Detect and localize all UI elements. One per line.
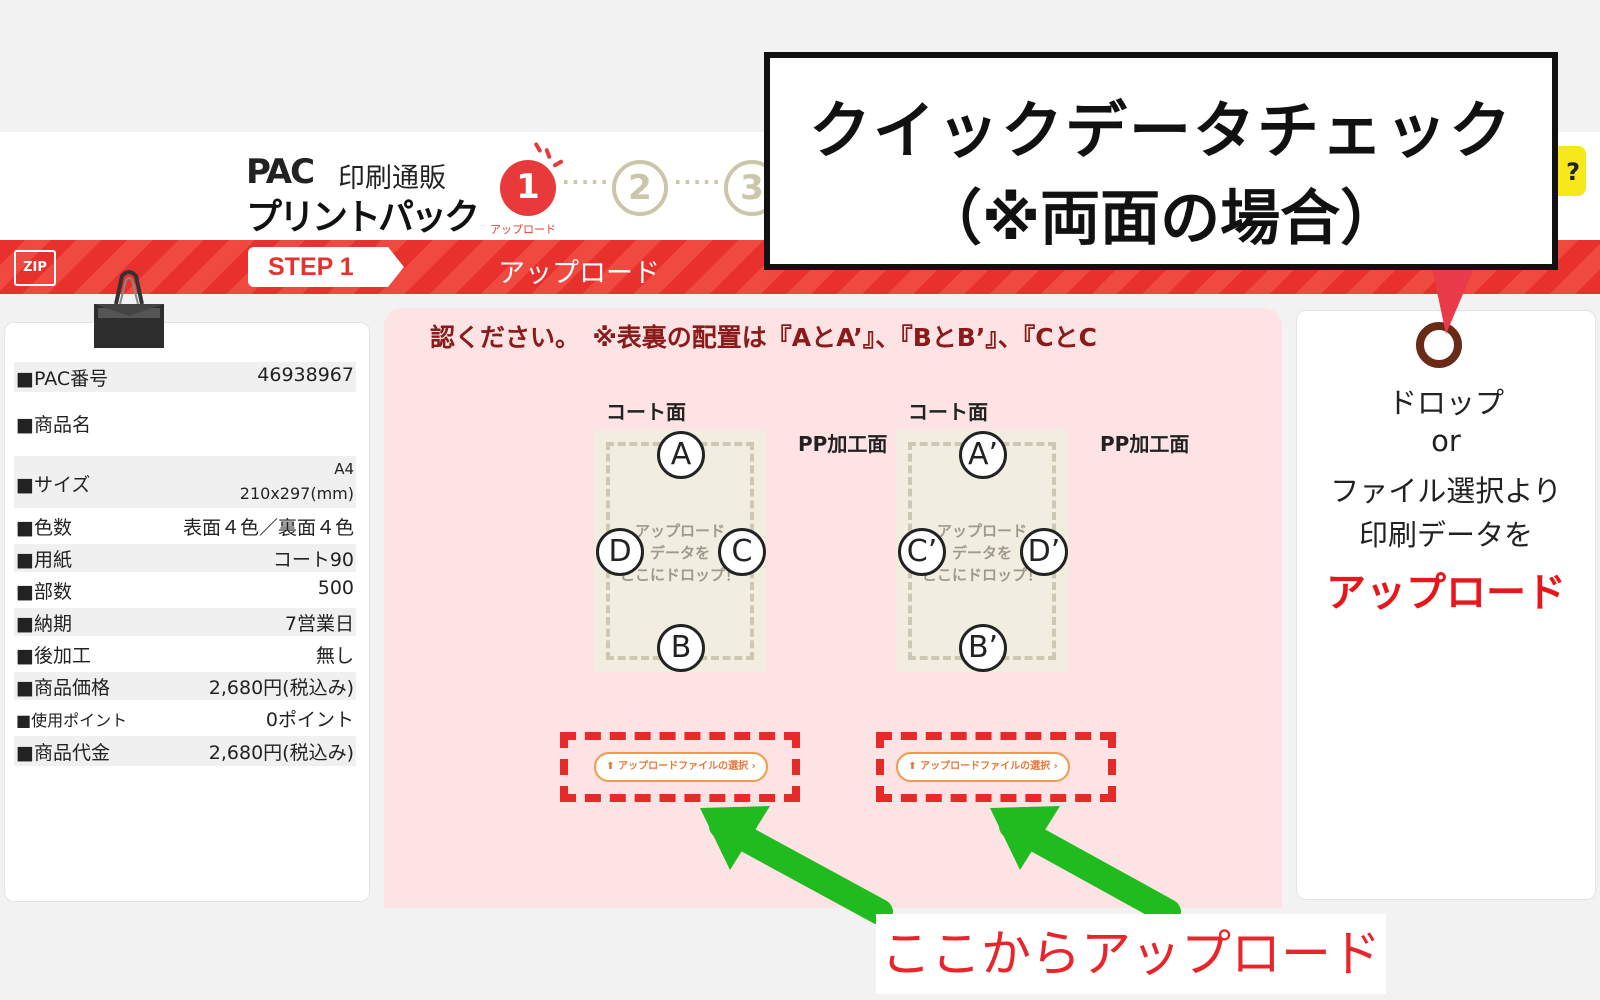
binder-clip-icon xyxy=(94,270,164,348)
info-value: 2,680円(税込み) xyxy=(208,677,354,699)
instruction-accent: アップロード xyxy=(1326,570,1566,616)
back-upload-highlight xyxy=(876,732,1116,802)
instruction-line-1: ドロップ xyxy=(1387,386,1504,420)
instruction-line-4: 印刷データを xyxy=(1358,518,1533,552)
info-value: 46938967 xyxy=(257,364,354,386)
back-position-right: D’ xyxy=(1020,528,1068,576)
upload-notice: 認ください。 ※表裏の配置は『AとA’』、『BとB’』、『CとC xyxy=(430,323,1098,352)
drop-hint-line: アップロード xyxy=(634,522,725,540)
info-row-pac-number: ■PAC番号 46938967 xyxy=(14,362,356,392)
instruction-line-3: ファイル選択より xyxy=(1330,474,1562,508)
info-row-price: ■商品価格 2,680円(税込み) xyxy=(14,672,356,700)
logo-brand: プリントパック xyxy=(246,197,480,238)
info-row-copies: ■部数 500 xyxy=(14,576,356,604)
callout-subtitle: （※両面の場合） xyxy=(921,184,1401,254)
info-label: ■納期 xyxy=(16,613,72,635)
info-label: ■部数 xyxy=(16,581,72,603)
info-value: A4 xyxy=(334,460,354,478)
step-indicator-1-label: アップロード xyxy=(490,223,556,236)
info-row-size: ■サイズ A4 210x297(mm) xyxy=(14,456,356,508)
info-label: ■商品代金 xyxy=(16,742,110,764)
drop-hint-line: ここにドロップ！ xyxy=(619,566,740,584)
upload-icon: ⬆ xyxy=(908,761,917,772)
back-position-left: C’ xyxy=(898,528,946,576)
callout-title: クイックデータチェック xyxy=(808,94,1513,167)
info-row-product-name: ■商品名 xyxy=(14,408,356,438)
step-tag: STEP 1 xyxy=(248,247,404,287)
step-indicator-1: 1 xyxy=(500,160,556,216)
info-row-paper: ■用紙 コート90 xyxy=(14,544,356,572)
step-bar-title: アップロード xyxy=(498,258,660,289)
info-value: 500 xyxy=(317,577,354,599)
info-value: コート90 xyxy=(272,549,354,571)
upload-area xyxy=(384,308,1282,908)
back-position-top: A’ xyxy=(959,431,1007,479)
drop-hint-line: ここにドロップ！ xyxy=(921,566,1042,584)
info-value: 表面４色／裏面４色 xyxy=(182,517,354,539)
front-pp-face-label: PP加工面 xyxy=(798,432,888,456)
info-label: ■使用ポイント xyxy=(16,711,128,730)
front-position-bottom: B xyxy=(657,624,705,672)
info-row-total: ■商品代金 2,680円(税込み) xyxy=(14,736,356,766)
instruction-line-2: or xyxy=(1431,424,1461,458)
back-pp-face-label: PP加工面 xyxy=(1100,432,1190,456)
info-value: 2,680円(税込み) xyxy=(208,742,354,764)
title-callout: クイックデータチェック （※両面の場合） xyxy=(764,52,1558,270)
info-row-points: ■使用ポイント 0ポイント xyxy=(14,704,356,732)
info-value: 7営業日 xyxy=(284,613,354,635)
info-label: ■商品価格 xyxy=(16,677,110,699)
back-coat-face-label: コート面 xyxy=(908,400,988,424)
front-position-right: C xyxy=(718,528,766,576)
info-label: ■サイズ xyxy=(16,474,91,496)
chevron-right-icon: › xyxy=(751,761,756,772)
drop-zone-hint: アップロード データを ここにドロップ！ xyxy=(594,520,766,586)
drop-zone-hint: アップロード データを ここにドロップ！ xyxy=(896,520,1068,586)
front-upload-highlight xyxy=(560,732,800,802)
upload-icon: ⬆ xyxy=(606,761,615,772)
info-value: 0ポイント xyxy=(265,709,354,731)
back-select-file-button[interactable]: ⬆ アップロードファイルの選択 › xyxy=(896,752,1070,782)
info-label: ■商品名 xyxy=(16,414,91,436)
logo-pac: PAC xyxy=(246,152,315,192)
front-coat-face-label: コート面 xyxy=(606,400,686,424)
step-connector: ····· xyxy=(674,170,722,194)
front-position-top: A xyxy=(657,431,705,479)
step-indicator-2: 2 xyxy=(612,160,668,216)
step-connector: ····· xyxy=(562,170,610,194)
upload-here-label: ここからアップロード xyxy=(876,914,1386,994)
back-position-bottom: B’ xyxy=(959,624,1007,672)
drop-hint-line: データを xyxy=(649,544,710,562)
info-value: 無し xyxy=(315,645,354,667)
front-position-left: D xyxy=(596,528,644,576)
drop-instructions-panel xyxy=(1296,310,1596,900)
info-label: ■用紙 xyxy=(16,549,72,571)
info-label: ■色数 xyxy=(16,517,72,539)
select-file-label: アップロードファイルの選択 xyxy=(618,761,749,772)
site-logo[interactable]: PAC 印刷通販 プリントパック xyxy=(246,150,480,238)
drop-hint-line: アップロード xyxy=(936,522,1027,540)
ring-icon xyxy=(1416,322,1462,368)
info-row-colors: ■色数 表面４色／裏面４色 xyxy=(14,512,356,540)
info-value: 210x297(mm) xyxy=(239,484,354,503)
logo-subtitle: 印刷通販 xyxy=(338,163,446,194)
info-label: ■後加工 xyxy=(16,645,91,667)
info-label: ■PAC番号 xyxy=(16,368,109,390)
front-select-file-button[interactable]: ⬆ アップロードファイルの選択 › xyxy=(594,752,768,782)
chevron-right-icon: › xyxy=(1053,761,1058,772)
drop-hint-line: データを xyxy=(951,544,1012,562)
info-row-finishing: ■後加工 無し xyxy=(14,640,356,668)
select-file-label: アップロードファイルの選択 xyxy=(920,761,1051,772)
zip-icon[interactable]: ZIP xyxy=(14,250,56,286)
info-row-delivery: ■納期 7営業日 xyxy=(14,608,356,636)
